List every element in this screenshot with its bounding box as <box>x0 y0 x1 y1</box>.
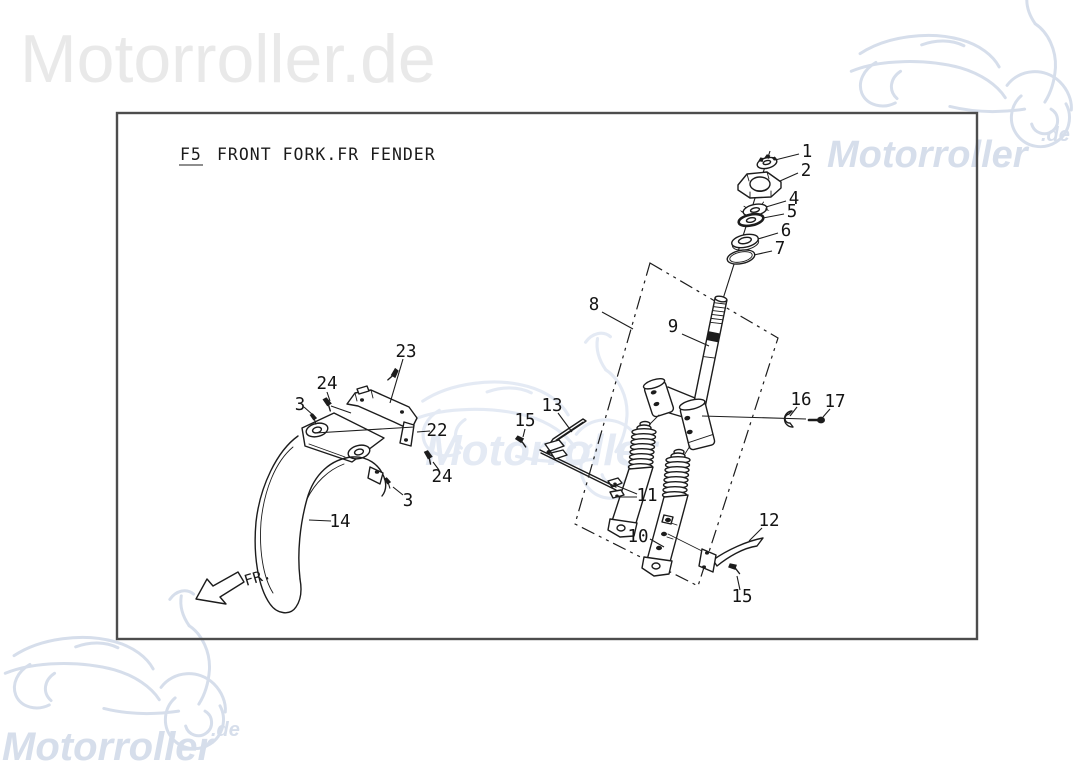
part-label-5: 5 <box>787 202 798 222</box>
o-ring-part-7 <box>726 249 756 265</box>
bolt-part-23 <box>387 367 399 381</box>
watermark-top-left-text: Motorroller.de <box>20 21 436 97</box>
cable-clamp-part-16 <box>701 410 807 428</box>
part-label-12: 12 <box>758 511 779 531</box>
front-fork-right-part-10 <box>641 448 691 577</box>
diagram-title: F5 FRONT FORK.FR FENDER <box>179 145 436 166</box>
part-label-13: 13 <box>541 396 562 416</box>
part-label-24: 24 <box>431 467 452 487</box>
part-label-15: 15 <box>514 411 535 431</box>
front-direction-label: FR. <box>242 565 273 590</box>
bolt-part-3-right <box>383 477 392 489</box>
washer-part-5 <box>737 212 765 228</box>
part-label-23: 23 <box>395 342 416 362</box>
part-label-22: 22 <box>426 421 447 441</box>
part-label-3: 3 <box>403 491 414 511</box>
part-label-11: 11 <box>636 486 657 506</box>
hardware-stack <box>721 150 782 303</box>
fender-bracket-part-22 <box>314 385 418 447</box>
fr-direction-arrow: FR. <box>195 565 273 605</box>
scooter-watermark-icon <box>849 0 1073 149</box>
bolt-part-3-left <box>309 413 318 425</box>
part-label-2: 2 <box>801 161 812 181</box>
part-label-17: 17 <box>824 392 845 412</box>
part-label-3: 3 <box>295 395 306 415</box>
diagram-code: F5 <box>180 145 202 164</box>
watermark-suffix: .de <box>211 719 240 741</box>
watermark-top-right: .de Motorroller <box>827 0 1073 176</box>
part-label-6: 6 <box>781 221 792 241</box>
watermark-bottom-left: .de Motorroller <box>2 589 240 768</box>
part-label-8: 8 <box>589 295 600 315</box>
axle-rod-part-13 <box>539 418 617 491</box>
front-fender-part-14 <box>254 412 387 614</box>
brake-hose-guide-part-12 <box>667 533 764 573</box>
steering-stem-nut-part-2 <box>737 171 782 199</box>
bolt-part-24-right <box>423 450 433 465</box>
part-label-4: 4 <box>789 189 800 209</box>
triple-clamp <box>642 377 716 458</box>
part-label-24: 24 <box>316 374 337 394</box>
front-direction-arrow-icon <box>195 571 245 605</box>
part-label-15: 15 <box>731 587 752 607</box>
screw-part-15-left <box>514 435 527 448</box>
part-label-7: 7 <box>775 239 786 259</box>
part-label-9: 9 <box>668 317 679 337</box>
watermark-brand-text: Motorroller <box>2 725 216 768</box>
page-title: FRONT FORK.FR FENDER <box>217 145 436 164</box>
fork-assembly-boundary <box>574 262 779 587</box>
bolt-24-alignment-line <box>330 405 352 414</box>
watermark-brand-text: Motorroller <box>827 134 1030 176</box>
part-label-1: 1 <box>802 142 813 162</box>
leader-lines <box>303 153 831 591</box>
bolt-part-24-left <box>322 397 332 412</box>
lock-washer-part-4 <box>739 201 770 217</box>
part-label-14: 14 <box>329 512 350 532</box>
front-fork-left-part-11 <box>607 420 657 538</box>
diagram-border <box>115 111 979 641</box>
part-label-16: 16 <box>790 390 811 410</box>
bolt-part-17 <box>807 416 825 424</box>
screw-part-15-right <box>728 563 741 575</box>
castle-nut-part-1 <box>756 154 778 170</box>
part-label-10: 10 <box>627 527 648 547</box>
watermark-suffix: .de <box>1041 124 1070 146</box>
